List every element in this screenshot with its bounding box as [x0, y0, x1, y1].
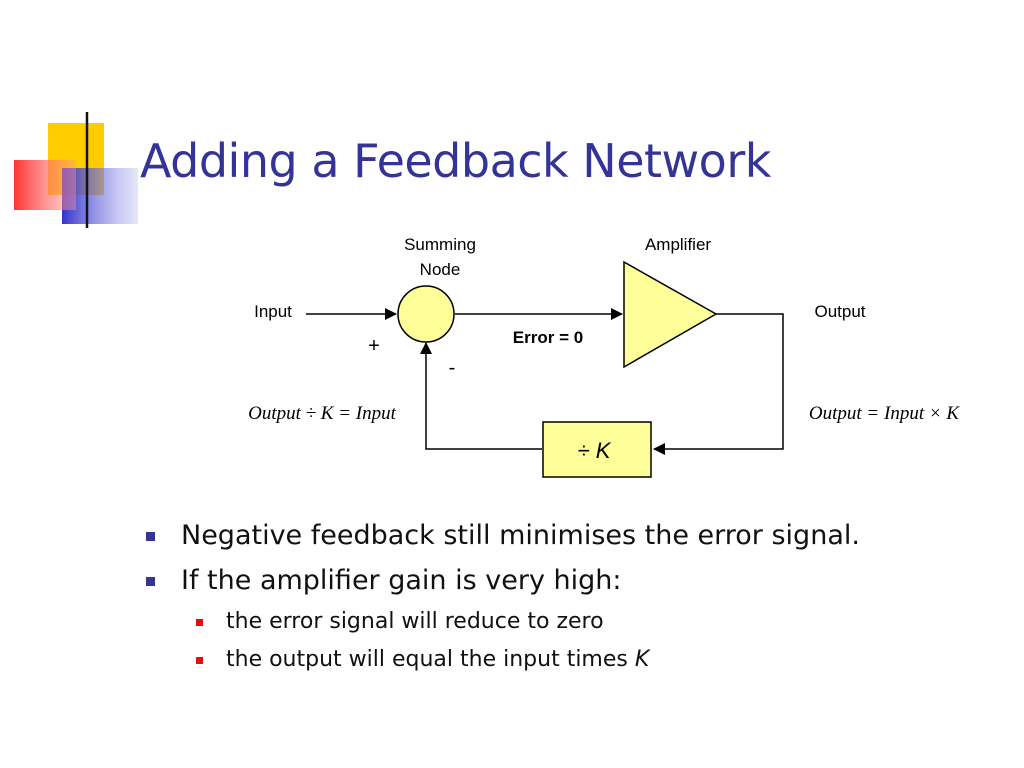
bullet-text: Negative feedback still minimises the er…: [181, 520, 860, 551]
feedback-block-label: ÷ K: [578, 438, 612, 463]
bullet-item: Negative feedback still minimises the er…: [140, 516, 860, 561]
sub-bullet-text: the error signal will reduce to zero: [226, 609, 604, 634]
output-wire: [653, 313, 784, 455]
amplifier-label: Amplifier: [645, 235, 711, 254]
summing-node-label-line1: Summing: [404, 235, 476, 254]
right-equation: Output = Input × K: [809, 403, 961, 424]
feedback-wire: [420, 342, 542, 450]
bullet-list: Negative feedback still minimises the er…: [140, 516, 860, 682]
sub-bullet-item: the error signal will reduce to zero: [140, 606, 860, 644]
title-decoration: [14, 112, 1000, 228]
sub-bullet-text: the output will equal the input times: [226, 647, 635, 672]
sub-bullet-item: the output will equal the input times K: [140, 644, 860, 682]
minus-sign: -: [449, 357, 456, 379]
left-equation: Output ÷ K = Input: [248, 403, 397, 424]
slide-title: Adding a Feedback Network: [140, 134, 771, 188]
summing-node-label-line2: Node: [420, 260, 461, 279]
amplifier-triangle: [623, 260, 718, 369]
summing-node: [397, 285, 455, 343]
feedback-block: [542, 421, 652, 478]
input-label: Input: [254, 302, 292, 321]
error-label: Error = 0: [513, 328, 583, 347]
bullet-text: If the amplifier gain is very high:: [181, 565, 622, 596]
sub-bullet-variable: K: [634, 647, 650, 672]
bullet-item: If the amplifier gain is very high:: [140, 561, 860, 606]
output-label: Output: [814, 302, 865, 321]
plus-sign: +: [368, 335, 380, 357]
